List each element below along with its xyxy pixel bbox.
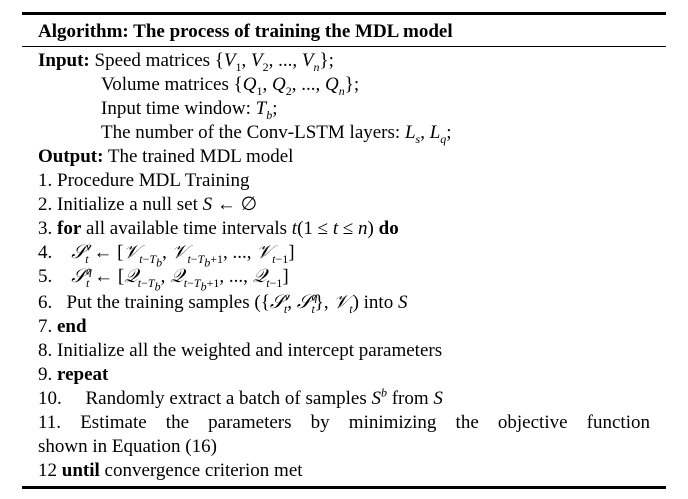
step-5: 5. 𝒮qt ← [𝒬t−Tb, 𝒬t−Tb+1, ..., 𝒬t−1] [38, 263, 289, 294]
step-7: 7. end [38, 316, 87, 337]
input-line-3: Input time window: Tb; [101, 98, 278, 122]
step-11-line-2: shown in Equation (16) [38, 436, 217, 457]
step-3: 3. for all available time intervals t(1 … [38, 218, 399, 239]
step-9: 9. repeat [38, 364, 109, 385]
step-6: 6. Put the training samples ({𝒮vt, 𝒮qt},… [38, 289, 408, 316]
input-label: Input: [38, 50, 90, 71]
step-10: 10. Randomly extract a batch of samples … [38, 385, 443, 409]
algorithm-title: Algorithm: The process of training the M… [38, 21, 453, 42]
title-rule [22, 46, 666, 47]
input-line-4: The number of the Conv-LSTM layers: Ls, … [101, 122, 452, 146]
step-12: 12 until convergence criterion met [38, 460, 303, 481]
step-2: 2. Initialize a null set S ← ∅ [38, 194, 258, 215]
output-label: Output: [38, 146, 104, 167]
bottom-rule [22, 486, 666, 489]
top-rule [22, 12, 666, 15]
step-11-line-1: 11. Estimate the parameters by minimizin… [38, 412, 650, 433]
step-8: 8. Initialize all the weighted and inter… [38, 340, 443, 361]
step-1: 1. Procedure MDL Training [38, 170, 250, 191]
input-line-2: Volume matrices {Q1, Q2, ..., Qn}; [101, 74, 360, 98]
output-line: Output: The trained MDL model [38, 146, 293, 168]
step-4: 4. 𝒮vt ← [𝒱t−Tb, 𝒱t−Tb+1, ..., 𝒱t−1] [38, 239, 295, 270]
output-text: The trained MDL model [107, 146, 294, 167]
input-line-1: Input: Speed matrices {V1, V2, ..., Vn}; [38, 50, 334, 74]
